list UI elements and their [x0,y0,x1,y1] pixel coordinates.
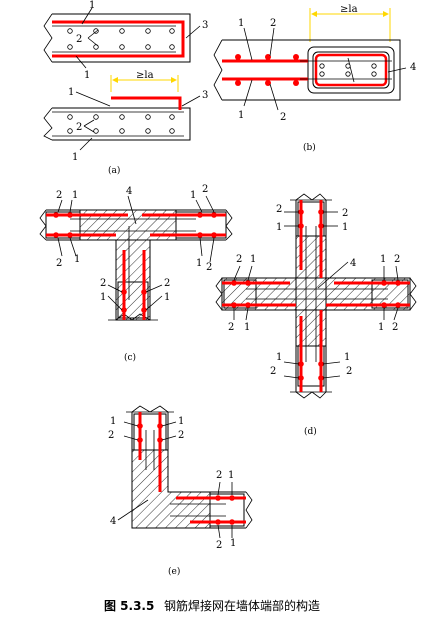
figure-c-junction [79,209,177,321]
label-2: 2 [164,278,170,289]
label-2: 2 [392,322,398,333]
figure-c-cross-bars [53,212,217,313]
figure-c-leaders [57,195,215,311]
label-3: 3 [202,20,208,31]
figure-c: 2 1 1 2 2 1 1 2 4 2 1 2 1 (c) [39,184,233,363]
label-2: 2 [216,470,222,481]
label-1: 1 [89,0,95,11]
figure-a-lower-rebar [111,96,182,110]
figure-a-upper-wall [43,13,191,63]
label-4: 4 [350,258,356,269]
figure-a-lower-cross-bars [67,114,175,134]
label-2: 2 [76,34,82,45]
label-2: 2 [202,184,208,195]
figure-a-upper-cross-bars [67,28,175,50]
label-1: 1 [244,322,250,333]
figure-e-cross-bars [137,423,235,525]
subfigure-b-label: (b) [303,142,316,153]
lap-length-label: ≥la [340,4,358,15]
figure-e-insert-bars [145,430,226,517]
label-1: 1 [68,87,74,98]
subfigure-d-label: (d) [304,426,317,437]
subfigure-e-label: (e) [168,566,180,577]
label-2: 2 [280,112,286,123]
label-4: 4 [126,186,132,197]
label-2: 2 [236,254,242,265]
label-2: 2 [346,366,352,377]
figure-a-lower-wall [43,107,191,141]
figure-c-insert-bars [70,218,196,300]
label-1: 1 [230,538,236,549]
figure-a-upper-bars [52,25,176,53]
label-1: 1 [238,18,244,29]
label-1: 1 [276,352,282,363]
figure-d-leaders [233,211,399,379]
label-3: 3 [202,90,208,101]
figure-c-walls [39,209,233,321]
caption-number: 图 5.3.5 [104,599,154,613]
label-1: 1 [84,70,90,81]
figure-a-lap-dimension [110,75,179,92]
figure-e: 1 2 1 2 2 1 2 1 4 (e) [108,405,253,577]
label-1: 1 [238,110,244,121]
figure-a-lower-bars [52,111,184,137]
label-1: 1 [342,222,348,233]
label-2: 2 [270,18,276,29]
label-1: 1 [72,152,78,163]
label-2: 2 [276,204,282,215]
figure-b-lap-dimension [309,8,391,42]
label-1: 1 [72,190,78,201]
label-2: 2 [178,430,184,441]
label-2: 2 [56,190,62,201]
label-1: 1 [380,254,386,265]
figure-a-upper-rebar [52,20,185,58]
subfigure-c-label: (c) [124,352,136,363]
label-2: 2 [228,322,234,333]
label-2: 2 [394,254,400,265]
lap-length-label: ≥la [136,70,154,81]
label-1: 1 [196,258,202,269]
label-1: 1 [228,470,234,481]
label-1: 1 [110,416,116,427]
label-4: 4 [110,516,116,527]
label-1: 1 [178,416,184,427]
figure-b-rebar [222,53,388,87]
label-1: 1 [100,292,106,303]
label-2: 2 [216,540,222,551]
figure-b-insert-cross-bars [319,63,377,77]
label-2: 2 [206,262,212,273]
label-4: 4 [410,62,416,73]
figure-b-wall [213,39,401,101]
figure-a-lower-leaders [75,91,201,151]
figure-d-insert-bars [246,226,388,362]
figure-a: 1 2 1 3 ≥la [43,0,208,176]
label-1: 1 [190,190,196,201]
figure-d: 2 1 2 1 1 2 1 2 2 1 1 2 2 1 1 2 4 (d) [215,193,417,437]
figure-b-leaders [243,27,407,111]
label-2: 2 [56,258,62,269]
caption-title: 钢筋焊接网在墙体端部的构造 [164,598,320,613]
figure-caption: 图 5.3.5 钢筋焊接网在墙体端部的构造 [104,598,320,613]
label-1: 1 [344,352,350,363]
figure-a-upper-leaders [75,7,201,69]
label-2: 2 [76,122,82,133]
label-2: 2 [342,208,348,219]
label-1: 1 [74,254,80,265]
label-2: 2 [108,430,114,441]
figure-d-cross-bars [231,209,401,381]
figure-e-walls [126,405,253,529]
subfigure-a-label: (a) [108,165,120,176]
label-1: 1 [250,254,256,265]
label-1: 1 [378,322,384,333]
figure-b: ≥la [213,4,416,153]
figure-e-leaders [117,421,233,539]
label-2: 2 [270,366,276,377]
label-2: 2 [100,278,106,289]
figure-b-insert-bars [300,57,392,83]
figure-b-cross-bars [235,54,299,86]
label-1: 1 [276,222,282,233]
label-1: 1 [164,292,170,303]
